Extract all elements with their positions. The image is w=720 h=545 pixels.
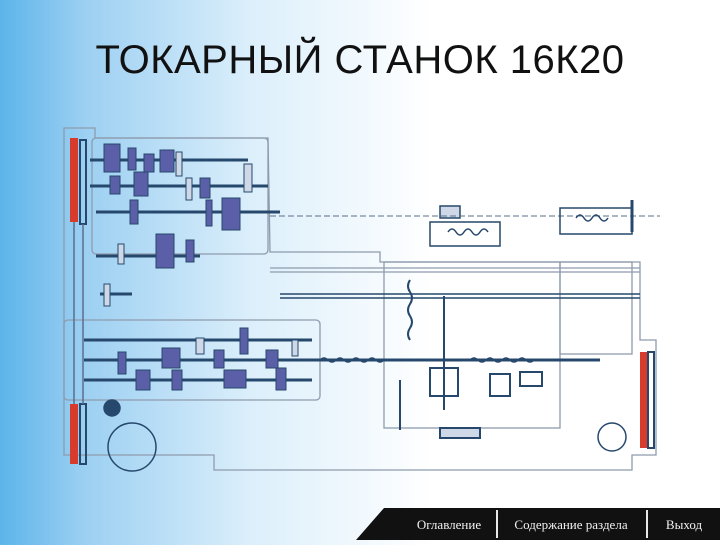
feed-box-gears — [117, 327, 287, 391]
nav-separator — [646, 510, 648, 538]
feed-box-shafts — [84, 292, 600, 382]
slide-title: ТОКАРНЫЙ СТАНОК 16К20 — [95, 38, 625, 82]
nav-exit-button[interactable]: Выход — [665, 517, 703, 532]
main-drive-belt — [70, 138, 87, 465]
nav-contents-button[interactable]: Оглавление — [416, 517, 482, 532]
machine-frame — [63, 127, 657, 471]
apron-mechanism — [399, 279, 543, 439]
navigation-bar — [356, 508, 720, 540]
lead-screw — [280, 293, 640, 363]
feed-box-light-gears — [103, 283, 299, 357]
main-motor — [103, 399, 157, 472]
carriage — [429, 205, 501, 247]
headstock-gears — [103, 143, 241, 269]
nav-section-contents-button[interactable]: Содержание раздела — [514, 517, 628, 532]
tailstock — [559, 200, 634, 235]
nav-separator — [496, 510, 498, 538]
rapid-motor-belt — [597, 351, 655, 452]
headstock-light-gears — [117, 151, 253, 265]
